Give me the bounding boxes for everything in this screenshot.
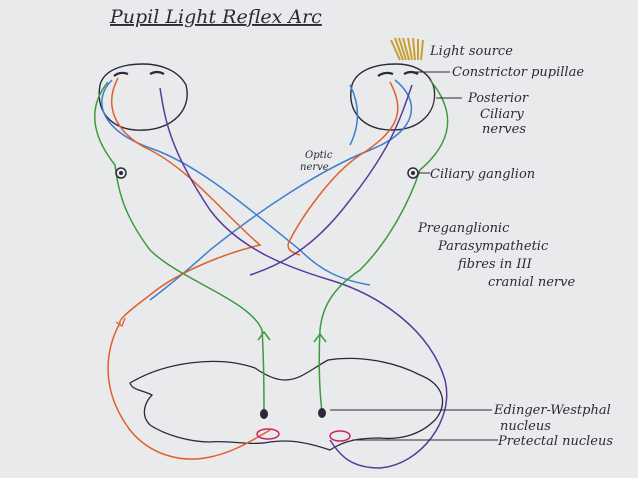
light-source-rays [390,37,424,61]
label-preganglionic-3: fibres in III [457,257,533,272]
label-edinger-westphal-2: nucleus [500,419,551,434]
crossing-fibres [159,84,448,469]
diagram-title: Pupil Light Reflex Arc [109,6,322,28]
label-posterior-ciliary-3: nerves [482,122,526,137]
midbrain-outline [129,357,444,451]
label-ciliary-ganglion: Ciliary ganglion [430,167,535,182]
label-preganglionic-2: Parasympathetic [437,239,549,254]
label-posterior-ciliary-2: Ciliary [480,107,524,122]
label-edinger-westphal-1: Edinger-Westphal [493,403,611,418]
right-eyeball [350,63,436,131]
optic-fibres [101,79,412,301]
label-constrictor-pupillae: Constrictor pupillae [452,65,584,80]
afferent-fibres [107,77,399,460]
label-preganglionic-4: cranial nerve [488,275,575,290]
label-optic-nerve-2: nerve [300,162,329,173]
label-posterior-ciliary-1: Posterior [467,91,529,106]
left-eyeball [98,63,188,131]
label-preganglionic-1: Preganglionic [417,221,510,236]
edinger-westphal-nuclei [260,408,326,419]
efferent-fibres-left [94,81,271,413]
label-optic-nerve-1: Optic [305,150,333,161]
label-leaders [330,71,498,441]
label-light-source: Light source [429,44,513,59]
label-pretectal-nucleus: Pretectal nucleus [497,434,613,449]
left-ciliary-ganglion [115,167,127,179]
pretectal-nuclei [256,428,351,442]
right-ciliary-ganglion [407,167,419,179]
efferent-fibres-right [313,79,449,413]
